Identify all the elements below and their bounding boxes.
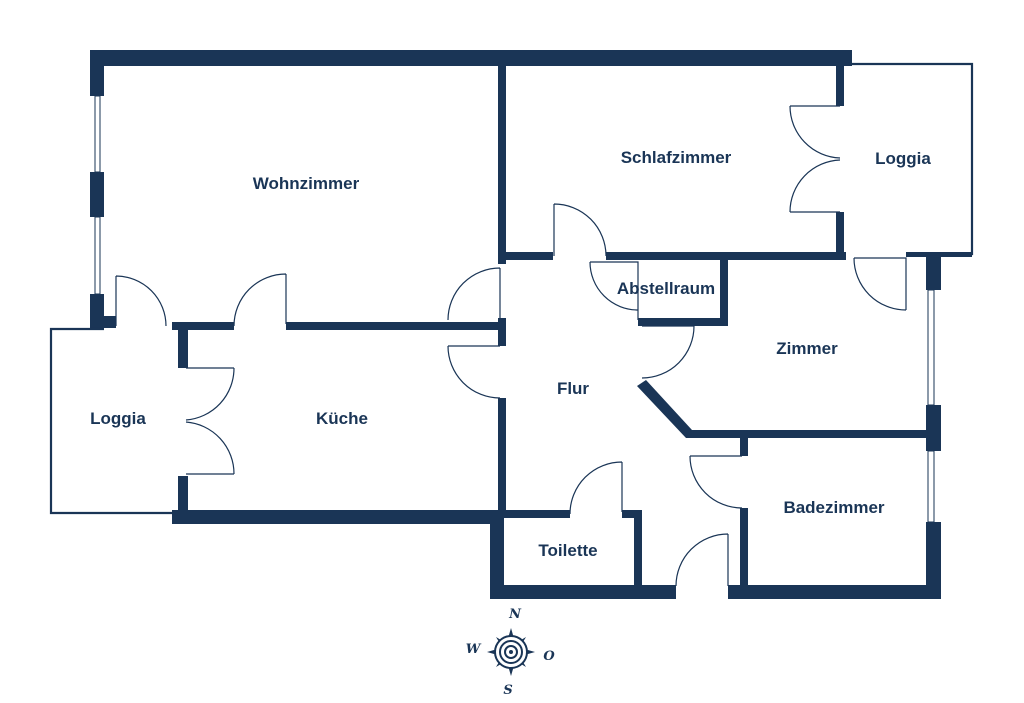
label-kueche: Küche xyxy=(316,409,368,428)
compass-rose: N O S W xyxy=(466,607,556,698)
room-labels: Wohnzimmer Schlafzimmer Loggia Loggia Kü… xyxy=(90,148,931,560)
compass-north: N xyxy=(508,607,522,622)
compass-east: O xyxy=(543,649,555,664)
label-loggia-w: Loggia xyxy=(90,409,146,428)
label-schlafzimmer: Schlafzimmer xyxy=(621,148,732,167)
label-toilette: Toilette xyxy=(538,541,597,560)
compass-south: S xyxy=(503,683,512,698)
doors xyxy=(115,105,907,587)
diagonal-wall xyxy=(637,380,692,438)
exterior-walls xyxy=(90,50,941,599)
label-wohnzimmer: Wohnzimmer xyxy=(253,174,360,193)
label-zimmer: Zimmer xyxy=(776,339,838,358)
compass-west: W xyxy=(466,642,482,657)
label-flur: Flur xyxy=(557,379,589,398)
label-badezimmer: Badezimmer xyxy=(783,498,884,517)
windows xyxy=(94,95,935,523)
label-abstellraum: Abstellraum xyxy=(617,279,715,298)
thin-walls xyxy=(49,62,974,515)
label-loggia-ne: Loggia xyxy=(875,149,931,168)
compass-icon xyxy=(487,628,535,676)
